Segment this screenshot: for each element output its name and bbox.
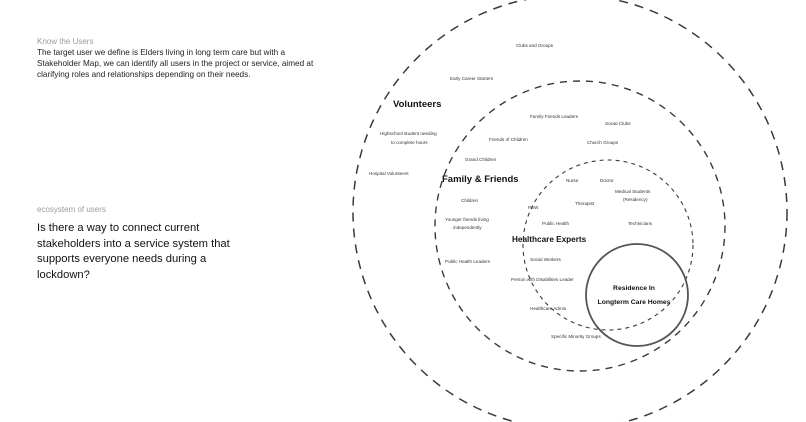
stakeholder-label: PSW [528,205,539,210]
ring-title-volunteers: Volunteers [393,99,441,110]
stakeholder-label: Person with Disabilities Leader [511,277,574,282]
stakeholder-label: Technicians [628,221,653,226]
section-eyebrow-ecosystem: ecosystem of users [37,205,106,214]
stakeholder-label: Family Friends Leaders [530,114,579,119]
ring-residence-core [585,243,689,347]
stakeholder-label: Doctor [600,178,614,183]
stakeholder-label: Social Clubs [605,121,631,126]
ring-family-friends [434,80,726,372]
core-label-line1: Residence In [613,285,655,292]
stakeholder-label: Church Groups [587,140,619,145]
stakeholder-label: Therapist [575,201,595,206]
core-label-line2: Longterm Care Homes [598,299,671,306]
stakeholder-label: Medical Students [615,189,651,194]
ring-healthcare-experts [522,159,694,331]
stakeholder-label: Nurse [566,178,579,183]
intro-paragraph: The target user we define is Elders livi… [37,48,314,79]
stakeholder-label: Children [461,198,479,203]
stakeholder-label: Hospital Volunteers [369,171,409,176]
stakeholder-label: Early Career Starters [450,76,494,81]
ecosystem-question: Is there a way to connect current stakeh… [37,222,230,281]
ring-volunteers [352,0,788,422]
section-eyebrow-know-users: Know the Users [37,37,94,46]
stakeholder-label: Friends of Children [489,137,528,142]
stakeholder-label: Specific Minority Groups [551,334,601,339]
stakeholder-label: Highschool student needing [380,131,437,136]
stakeholder-label: Public Health Leaders [445,259,491,264]
stakeholder-label: Public Health [542,221,570,226]
ring-title-healthcare-experts: Healthcare Experts [512,235,587,244]
stakeholder-label: Grand Children [465,157,497,162]
stakeholder-label: Social Workers [530,257,562,262]
ring-title-family-friends: Family & Friends [442,174,519,185]
stakeholder-label: independently [453,225,482,230]
stakeholder-label: Healthcare Admin [530,306,567,311]
stakeholder-label: to complete hours [391,140,428,145]
stakeholder-label: Younger friends living [445,217,489,222]
stakeholder-label: Clubs and Groups [516,43,554,48]
stakeholder-label: (Residency) [623,197,648,202]
